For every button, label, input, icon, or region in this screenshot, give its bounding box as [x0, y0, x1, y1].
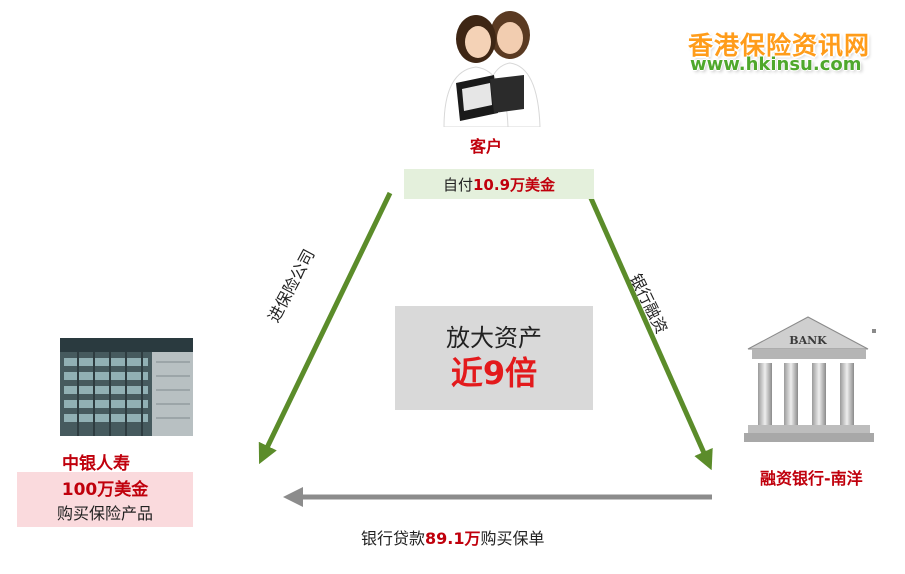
self-pay-amount: 10.9万美金 — [473, 175, 556, 194]
self-pay-prefix: 自付 — [442, 175, 473, 194]
insurer-product: 购买保险产品 — [56, 504, 153, 523]
loan-suffix: 购买保单 — [480, 529, 545, 548]
insurer-box: 100万美金 购买保险产品 — [17, 472, 193, 527]
insurer-amount: 100万美金 — [61, 480, 149, 500]
bank-icon: BANK — [744, 316, 876, 442]
center-multiplier: 近9倍 — [450, 354, 538, 392]
bank-sign: BANK — [789, 334, 827, 347]
watermark-url: www.hkinsu.com — [690, 54, 862, 75]
arrow-to-bank — [587, 194, 713, 471]
customer-label: 客户 — [470, 137, 503, 156]
loan-amount: 89.1万 — [425, 529, 481, 548]
loan-label: 银行贷款89.1万购买保单 — [361, 525, 545, 549]
watermark-name: 香港保险资讯网 — [688, 31, 871, 60]
center-title: 放大资产 — [446, 324, 542, 352]
bank-name: 融资银行-南洋 — [760, 469, 863, 488]
insurer-building-photo — [60, 338, 193, 436]
loan-prefix: 银行贷款 — [361, 529, 426, 548]
insurer-name: 中银人寿 — [62, 454, 130, 474]
arrow-to-insurer — [258, 191, 393, 465]
customer-photo — [443, 11, 541, 127]
center-box: 放大资产 近9倍 — [395, 306, 593, 410]
